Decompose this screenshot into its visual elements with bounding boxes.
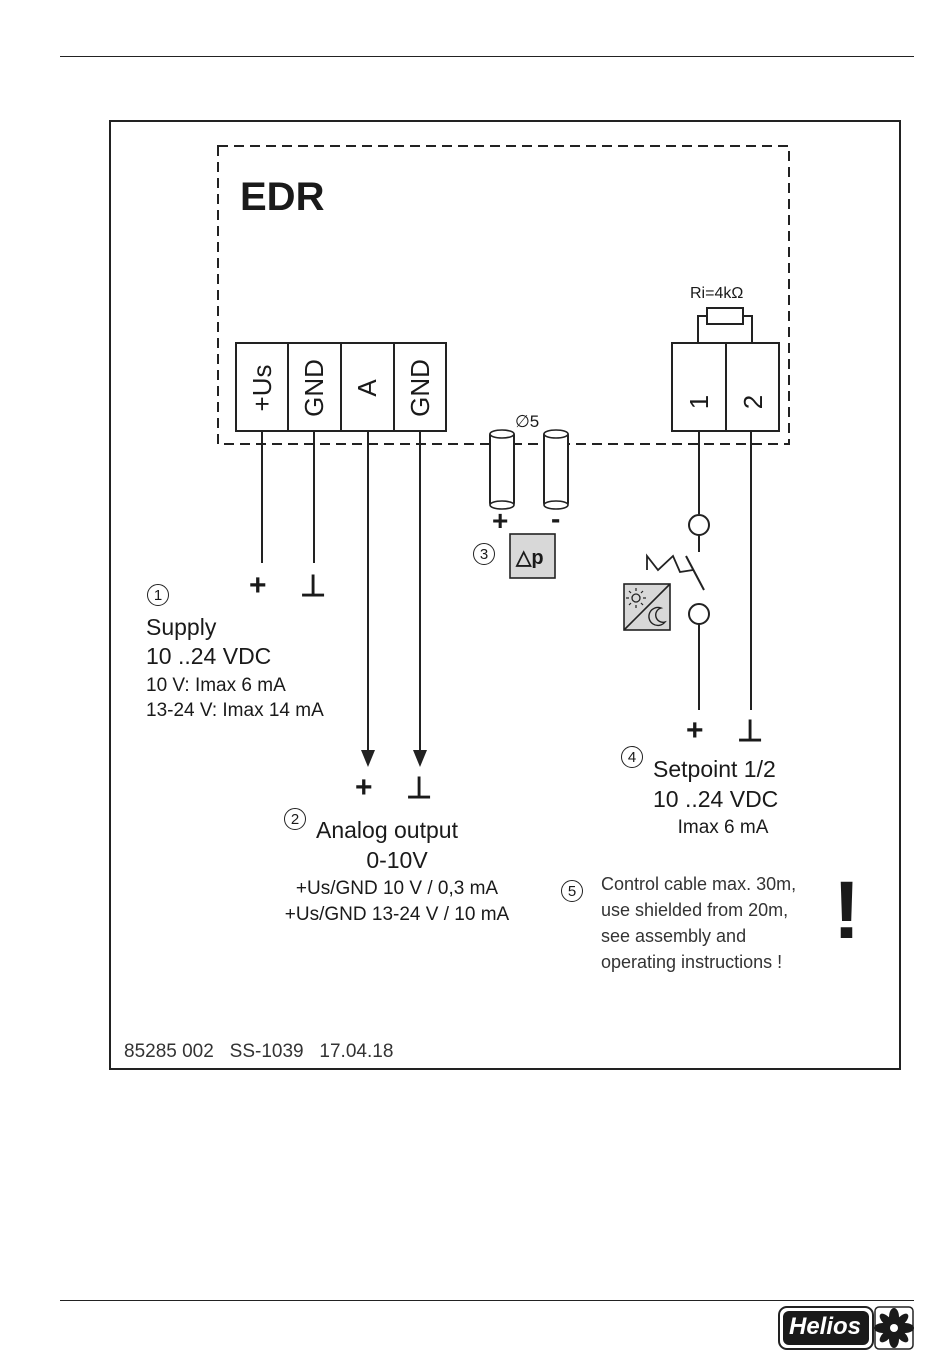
terminal-label-us: +Us [247, 364, 277, 412]
supply-title: Supply [146, 614, 217, 640]
terminal-label-1: 1 [684, 394, 714, 410]
terminal-label-gnd-2: GND [405, 359, 435, 417]
setpoint-current: Imax 6 mA [677, 817, 769, 838]
exclamation-icon: ! [833, 865, 861, 956]
pressure-symbol: △p [516, 547, 544, 569]
note-line-1: Control cable max. 30m, [601, 874, 797, 894]
analog-plus: + [355, 771, 373, 804]
tube-minus-icon [543, 429, 569, 510]
document-code: 85285 002 SS-1039 17.04.18 [124, 1041, 394, 1062]
logo-graphic [778, 1306, 914, 1350]
top-rule [60, 56, 914, 57]
brand-name: Helios [789, 1313, 862, 1340]
analog-title: Analog output [316, 817, 458, 843]
diagram-frame [109, 120, 901, 1070]
resistor-label: Ri=4kΩ [690, 285, 744, 302]
tube-diameter: ∅5 [515, 412, 540, 431]
device-name: EDR [240, 175, 325, 219]
brand-logo: Helios [778, 1305, 914, 1351]
resistor-icon [706, 307, 744, 325]
supply-voltage: 10 ..24 VDC [146, 643, 272, 669]
note-line-2: use shielded from 20m, [601, 900, 789, 920]
terminal-label-2: 2 [738, 394, 768, 410]
analog-ground: ⊥ [406, 772, 433, 805]
analog-line-2: +Us/GND 13-24 V / 10 mA [284, 904, 510, 925]
tube-plus-label: + [492, 505, 509, 536]
analog-range: 0-10V [366, 847, 428, 873]
marker-4: 4 [621, 746, 643, 768]
bottom-rule [60, 1300, 914, 1301]
note-line-4: operating instructions ! [601, 952, 783, 972]
analog-line-1: +Us/GND 10 V / 0,3 mA [295, 878, 499, 899]
terminal-label-a: A [352, 379, 382, 397]
tube-plus-icon [489, 429, 515, 510]
supply-ground: ⊥ [300, 570, 327, 603]
pressure-box [509, 533, 556, 579]
sun-moon-icon [623, 583, 671, 631]
supply-line-2: 13-24 V: Imax 14 mA [146, 700, 324, 721]
marker-2: 2 [284, 808, 306, 830]
arrow-down-icon [361, 750, 375, 767]
supply-plus: + [249, 569, 267, 602]
setpoint-title: Setpoint 1/2 [653, 756, 776, 782]
terminal-label-gnd-1: GND [299, 359, 329, 417]
setpoint-ground: ⊥ [737, 715, 764, 748]
fan-icon [874, 1308, 914, 1348]
note-line-3: see assembly and [601, 926, 747, 946]
arrow-down-icon [413, 750, 427, 767]
supply-line-1: 10 V: Imax 6 mA [146, 675, 286, 696]
setpoint-voltage: 10 ..24 VDC [653, 786, 779, 812]
marker-5: 5 [561, 880, 583, 902]
marker-3: 3 [473, 543, 495, 565]
setpoint-plus: + [686, 714, 704, 747]
switch-icon [685, 555, 705, 591]
tube-minus-label: - [551, 503, 561, 534]
marker-1: 1 [147, 584, 169, 606]
